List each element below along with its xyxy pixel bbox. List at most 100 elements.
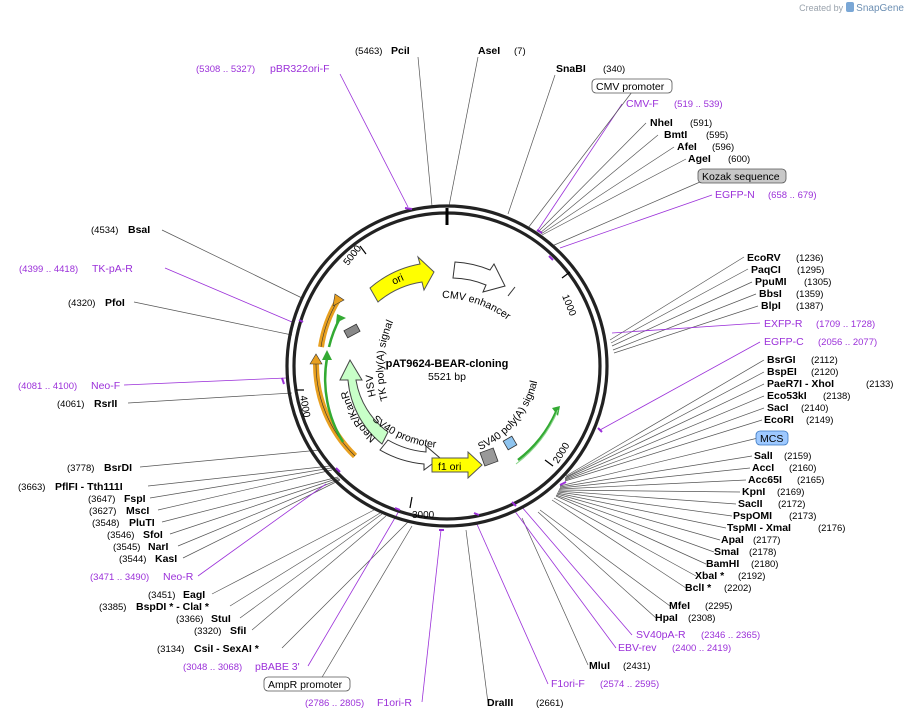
enzyme-pos: (3451): [148, 590, 175, 601]
enzyme-pos: (3647): [88, 494, 115, 505]
svg-text:HSV: HSV: [364, 374, 379, 398]
enzyme-pos: (3320): [194, 626, 221, 637]
kozak-label: Kozak sequence: [702, 171, 780, 183]
enzyme-label: BbsI: [759, 288, 782, 300]
enzyme-pos: (2192): [738, 571, 765, 582]
green-arc-right: [517, 411, 558, 461]
primer-label: Neo-R: [163, 571, 194, 583]
snapgene-logo-icon: [846, 2, 855, 12]
primer-pos: (519 .. 539): [674, 99, 723, 110]
primer-pos: (2786 .. 2805): [305, 698, 364, 709]
mcs-label: MCS: [760, 433, 783, 445]
enzyme-pos: (1236): [796, 253, 823, 264]
primer-pos: (2346 .. 2365): [701, 630, 760, 641]
enzyme-pos: (1387): [796, 301, 823, 312]
enzyme-pos: (2140): [801, 403, 828, 414]
enzyme-label: SacII: [738, 498, 763, 510]
enzyme-pos: (595): [706, 130, 728, 141]
enzyme-pos: (3663): [18, 482, 45, 493]
cmv-promoter-label: CMV promoter: [596, 81, 665, 93]
cmv-promoter-box: [591, 78, 673, 94]
enzyme-pos: (1305): [804, 277, 831, 288]
f1-ori-arrow: [431, 450, 483, 480]
enzyme-pos: (1295): [797, 265, 824, 276]
enzyme-pos: (1359): [796, 289, 823, 300]
enzyme-pos: (2431): [623, 661, 650, 672]
cmv-enhancer-label: CMV enhancer: [442, 289, 513, 323]
enzyme-pos: (2159): [784, 451, 811, 462]
kozak-box: [697, 168, 787, 184]
primer-pos: (1709 .. 1728): [816, 319, 875, 330]
plasmid-size: 5521 bp: [428, 371, 466, 383]
enzyme-label: NheI: [650, 117, 673, 129]
enzyme-label: HpaI: [655, 612, 678, 624]
enzyme-pos: (4534): [91, 225, 118, 236]
enzyme-leaders: [127, 56, 765, 704]
enzyme-pos: (2308): [688, 613, 715, 624]
enzyme-pos: (2165): [797, 475, 824, 486]
enzyme-label: BamHI: [706, 558, 739, 570]
tick-3000: 3000: [412, 510, 435, 521]
enzyme-label: BsrGI: [767, 354, 796, 366]
credit-brand: SnapGene: [856, 3, 904, 14]
enzyme-label: MfeI: [669, 600, 690, 612]
enzyme-pos: (2112): [811, 355, 838, 366]
primer-label: EGFP-C: [764, 336, 804, 348]
enzyme-pos: (596): [712, 142, 734, 153]
enzyme-label: BsrDI: [104, 462, 132, 474]
ori-label: ori: [390, 272, 406, 288]
enzyme-label: KasI: [155, 553, 177, 565]
enzyme-pos: (591): [690, 118, 712, 129]
tick-4000: 4000: [297, 395, 312, 419]
enzyme-label: SfoI: [143, 529, 163, 541]
enzyme-pos: (2138): [823, 391, 850, 402]
primer-label: F1ori-R: [377, 697, 412, 709]
enzyme-label: TspMI - XmaI: [727, 522, 791, 534]
backbone: [285, 204, 609, 528]
enzyme-pos: (3778): [67, 463, 94, 474]
green-arc-lower: [323, 357, 345, 443]
enzyme-label: PluTI: [129, 517, 155, 529]
enzyme-label: SmaI: [714, 546, 739, 558]
enzyme-pos: (2295): [705, 601, 732, 612]
enzyme-pos: (7): [514, 46, 526, 57]
enzyme-label: EcoRV: [747, 252, 781, 264]
plasmid-name: pAT9624-BEAR-cloning: [386, 358, 509, 370]
enzyme-pos: (4320): [68, 298, 95, 309]
primer-label: CMV-F: [626, 98, 659, 110]
enzyme-pos: (2177): [753, 535, 780, 546]
enzyme-label: NarI: [148, 541, 169, 553]
hsv-label: HSV: [364, 374, 379, 398]
primer-label: EGFP-N: [715, 189, 755, 201]
primer-pos: (5308 .. 5327): [196, 64, 255, 75]
enzyme-pos: (2202): [724, 583, 751, 594]
enzyme-pos: (2661): [536, 698, 563, 709]
enzyme-label: PfoI: [105, 297, 125, 309]
enzyme-pos: (5463): [355, 46, 382, 57]
enzyme-label: SacI: [767, 402, 789, 414]
primer-pos: (2574 .. 2595): [600, 679, 659, 690]
enzyme-label: CsiI - SexAI *: [194, 643, 260, 655]
enzyme-pos: (2172): [778, 499, 805, 510]
enzyme-label: StuI: [211, 613, 231, 625]
enzyme-label: DraIII: [487, 697, 513, 709]
primer-label: EXFP-R: [764, 318, 803, 330]
enzyme-pos: (2178): [749, 547, 776, 558]
enzyme-pos: (2160): [789, 463, 816, 474]
primer-pos: (2056 .. 2077): [818, 337, 877, 348]
enzyme-label: BlpI: [761, 300, 781, 312]
primer-pos: (658 .. 679): [768, 190, 817, 201]
enzyme-label: BsaI: [128, 224, 150, 236]
primer-label: EBV-rev: [618, 642, 657, 654]
blue-mark: [502, 435, 518, 451]
enzyme-label: XbaI *: [695, 570, 725, 582]
svg-text:CMV enhancer: CMV enhancer: [442, 289, 513, 323]
cmv-enhancer-arrow: [452, 261, 506, 293]
enzyme-label: AccI: [752, 462, 774, 474]
enzyme-pos: (340): [603, 64, 625, 75]
primer-pos: (4081 .. 4100): [18, 381, 77, 392]
enzyme-pos: (3385): [99, 602, 126, 613]
enzyme-label: BspEI: [767, 366, 797, 378]
